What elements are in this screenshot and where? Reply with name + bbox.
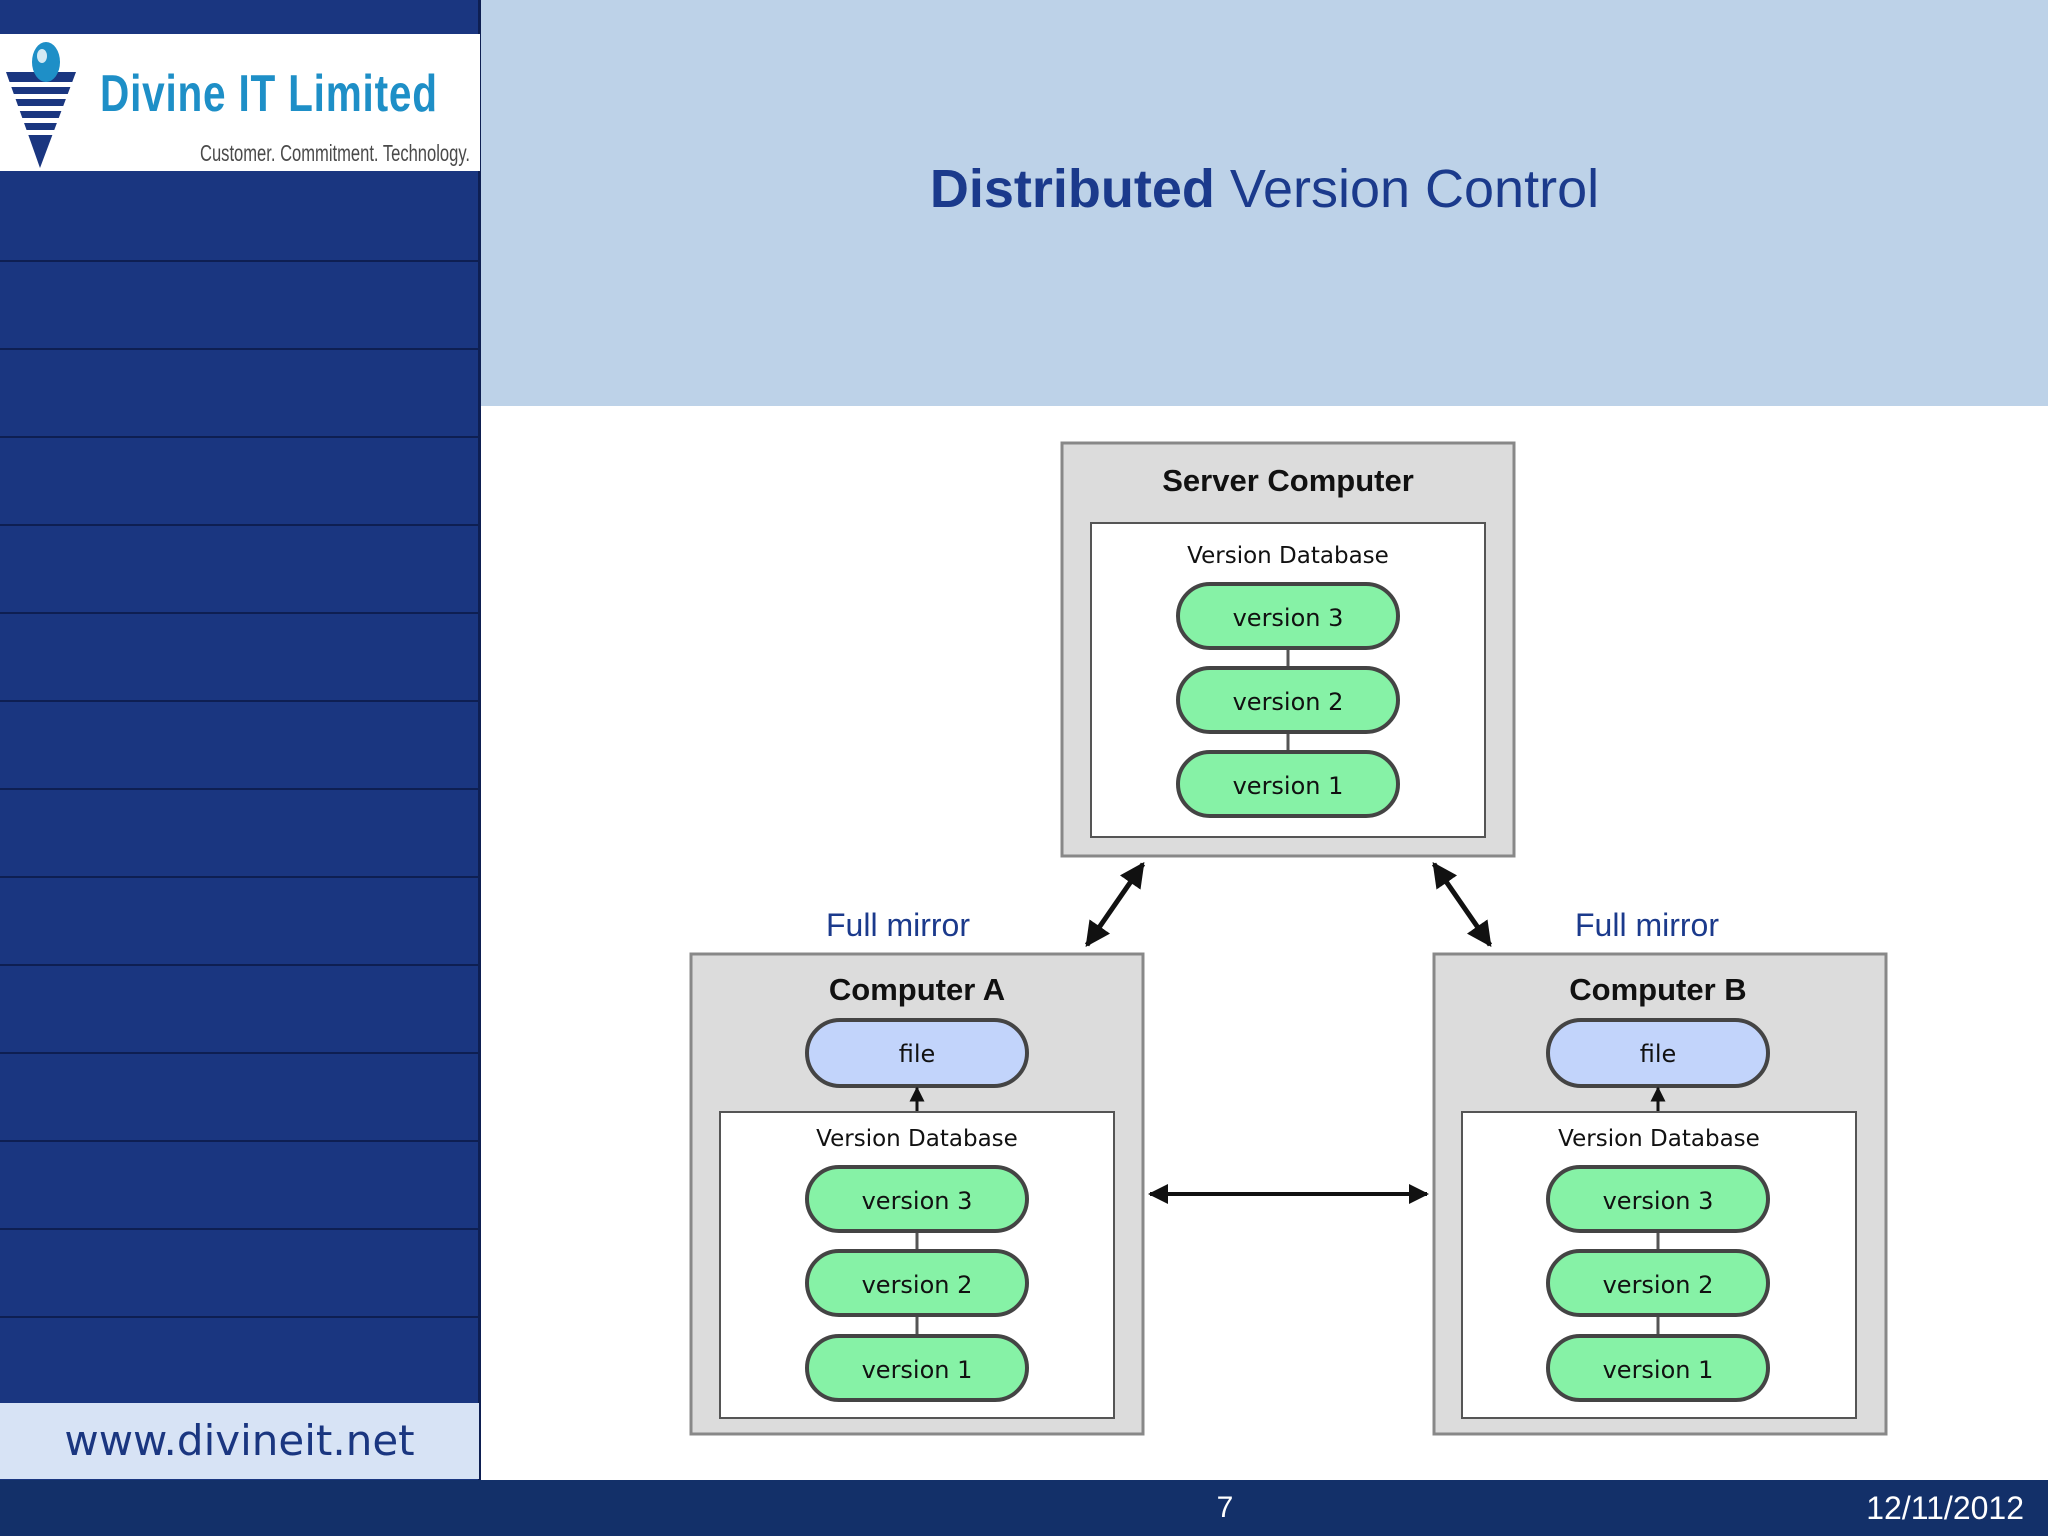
computer-b: Computer B file Version Database version… — [1432, 952, 1888, 1436]
computer-b-version-label: version 2 — [1603, 1271, 1714, 1299]
server-version-pill — [1176, 750, 1400, 818]
server-title: Server Computer — [1162, 463, 1414, 498]
sidebar-band — [0, 876, 481, 964]
computer-a: Computer A file Version Database version… — [689, 952, 1145, 1436]
sidebar-band — [0, 964, 481, 1052]
company-logo: Divine IT Limited Customer. Commitment. … — [0, 34, 480, 171]
sidebar-band — [0, 700, 481, 788]
sidebar-band — [0, 260, 481, 348]
slide-date: 12/11/2012 — [1866, 1490, 2024, 1526]
computer-a-title: Computer A — [829, 972, 1005, 1007]
slide-title: Distributed Version Control — [481, 158, 2048, 220]
logo-emblem-icon — [6, 42, 76, 168]
computer-b-version-pill — [1546, 1165, 1770, 1233]
computer-b-version-label: version 3 — [1603, 1187, 1714, 1215]
sidebar-band — [0, 1140, 481, 1228]
server-version-label: version 3 — [1233, 604, 1344, 632]
server-computer: Server Computer Version Database version… — [1060, 441, 1516, 858]
sidebar-band — [0, 1052, 481, 1140]
server-database-label: Version Database — [1187, 543, 1389, 569]
server-version-label: version 1 — [1233, 772, 1344, 800]
sidebar-edge — [478, 0, 481, 1480]
computer-a-database-label: Version Database — [816, 1126, 1018, 1152]
full-mirror-label-left: Full mirror — [826, 907, 970, 943]
computer-b-version-pill — [1546, 1249, 1770, 1317]
company-tagline: Customer. Commitment. Technology. — [200, 140, 470, 166]
server-version-pill — [1176, 582, 1400, 650]
computer-b-file-label: file — [1640, 1040, 1677, 1068]
computer-a-file-pill — [805, 1018, 1029, 1088]
computer-a-file-label: file — [899, 1040, 936, 1068]
computer-a-version-label: version 2 — [862, 1271, 973, 1299]
company-name: Divine IT Limited — [100, 65, 438, 123]
sidebar-band — [0, 524, 481, 612]
website-box: www.divineit.net — [0, 1403, 479, 1479]
full-mirror-label-right: Full mirror — [1575, 907, 1719, 943]
computer-b-title: Computer B — [1569, 972, 1746, 1007]
server-version-pill — [1176, 666, 1400, 734]
computer-a-version-label: version 1 — [862, 1356, 973, 1384]
title-band: Distributed Version Control — [481, 0, 2048, 406]
sidebar-band — [0, 612, 481, 700]
computer-b-version-pill — [1546, 1334, 1770, 1402]
sync-arrow-server-b — [1431, 861, 1493, 948]
sidebar-band — [0, 1228, 481, 1316]
slide-title-bold: Distributed — [929, 159, 1215, 219]
computer-b-version-label: version 1 — [1603, 1356, 1714, 1384]
computer-a-version-pill — [805, 1249, 1029, 1317]
computer-a-version-pill — [805, 1165, 1029, 1233]
sync-arrow-server-a — [1084, 861, 1146, 948]
computer-b-file-pill — [1546, 1018, 1770, 1088]
sidebar: Divine IT Limited Customer. Commitment. … — [0, 0, 481, 1480]
sidebar-band — [0, 348, 481, 436]
slide-title-rest: Version Control — [1229, 159, 1600, 219]
website-link[interactable]: www.divineit.net — [64, 1416, 415, 1465]
computer-b-database-label: Version Database — [1558, 1126, 1760, 1152]
sidebar-band — [0, 436, 481, 524]
computer-a-version-label: version 3 — [862, 1187, 973, 1215]
server-version-label: version 2 — [1233, 688, 1344, 716]
sidebar-band — [0, 788, 481, 876]
page-number: 7 — [1216, 1491, 1234, 1524]
sidebar-band — [0, 1316, 481, 1404]
slide-footer: 7 12/11/2012 — [0, 1480, 2048, 1536]
computer-a-version-pill — [805, 1334, 1029, 1402]
